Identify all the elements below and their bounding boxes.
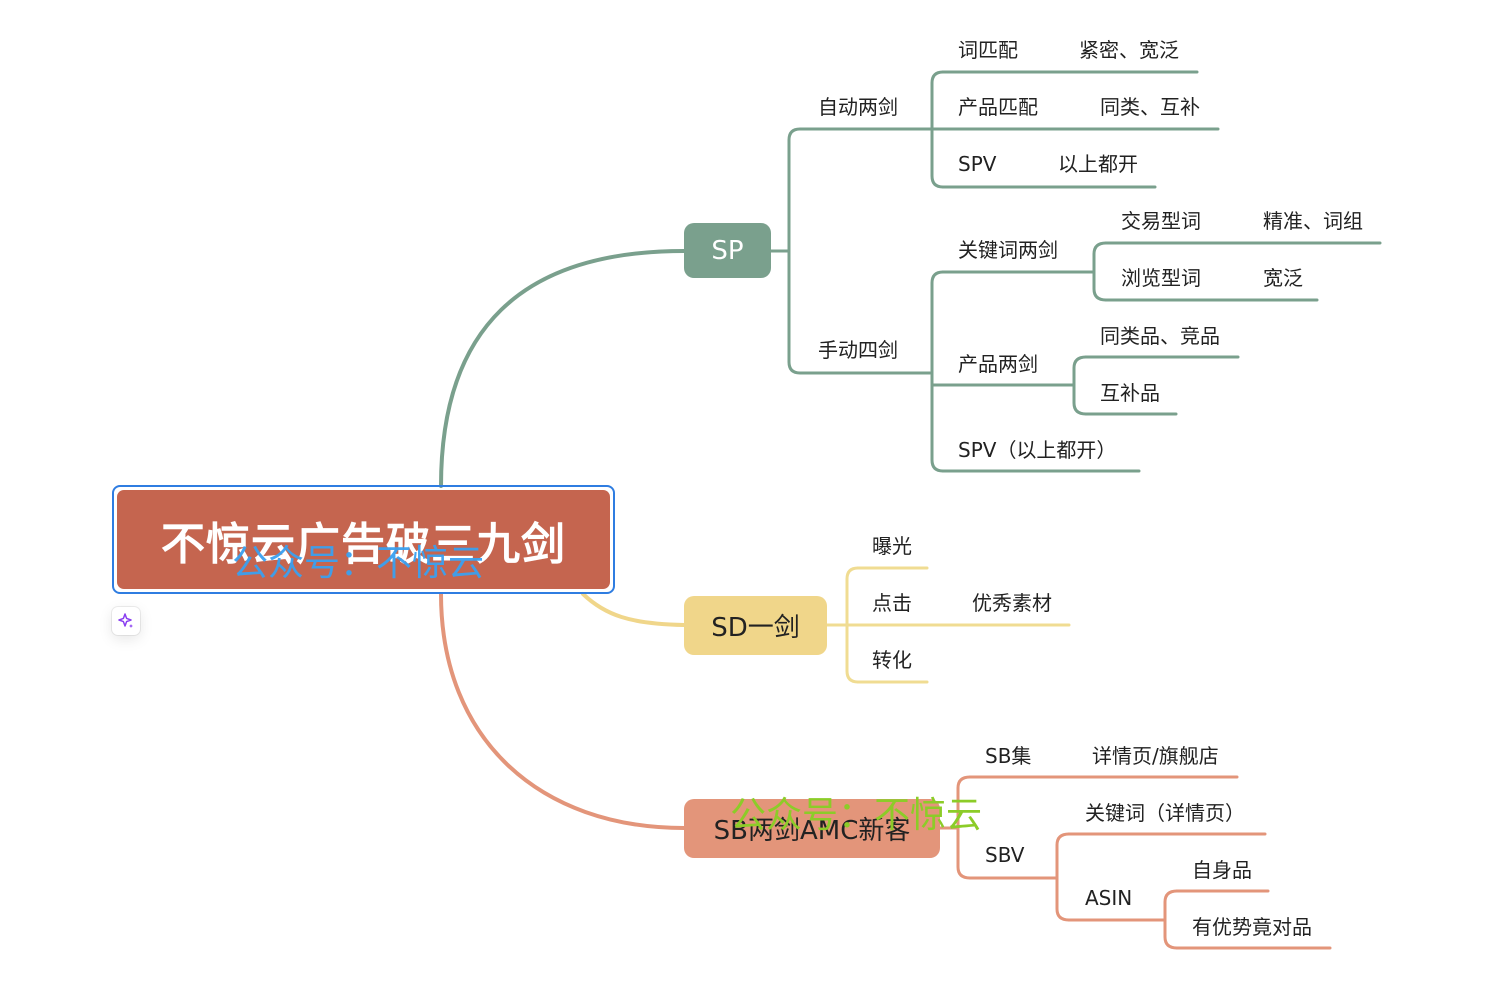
- node-manual[interactable]: 手动四剑: [818, 338, 898, 362]
- node-similar[interactable]: 同类品、竞品: [1100, 324, 1220, 348]
- node-browse[interactable]: 浏览型词: [1121, 266, 1201, 290]
- node-conversion[interactable]: 转化: [872, 648, 912, 672]
- node-sbv-keyword[interactable]: 关键词（详情页）: [1085, 801, 1245, 825]
- node-word-match-value[interactable]: 紧密、宽泛: [1079, 38, 1179, 62]
- node-auto-spv[interactable]: SPV: [958, 152, 997, 176]
- node-asin-competitor[interactable]: 有优势竟对品: [1192, 915, 1312, 939]
- node-word-match[interactable]: 词匹配: [958, 38, 1018, 62]
- node-product-two[interactable]: 产品两剑: [958, 352, 1038, 376]
- node-browse-value[interactable]: 宽泛: [1263, 266, 1303, 290]
- node-transaction-value[interactable]: 精准、词组: [1263, 209, 1363, 233]
- ai-sparkle-button[interactable]: [112, 607, 140, 635]
- node-complement[interactable]: 互补品: [1100, 381, 1160, 405]
- node-asin-own[interactable]: 自身品: [1192, 858, 1252, 882]
- edge-root-sp: [439, 249, 686, 488]
- edge-manual-bracket: [930, 270, 945, 473]
- edge-sbv-bracket: [1055, 832, 1071, 922]
- node-asin[interactable]: ASIN: [1085, 886, 1133, 910]
- edge-product-bracket: [1072, 355, 1088, 416]
- node-sb-set[interactable]: SB集: [985, 744, 1032, 768]
- branch-sp-label: SP: [711, 235, 744, 266]
- branch-sd-label: SD一剑: [711, 613, 800, 643]
- node-sb-set-value[interactable]: 详情页/旗舰店: [1092, 744, 1219, 768]
- edge-sb-bracket: [956, 775, 972, 880]
- edge-asin-bracket: [1163, 889, 1179, 950]
- node-product-match[interactable]: 产品匹配: [958, 95, 1038, 119]
- node-product-match-value[interactable]: 同类、互补: [1100, 95, 1200, 119]
- root-node-selected[interactable]: 不惊云广告破三九剑: [112, 485, 615, 594]
- edge-keyword-bracket: [1092, 241, 1108, 302]
- node-sbv[interactable]: SBV: [985, 843, 1025, 867]
- node-keyword[interactable]: 关键词两剑: [958, 238, 1058, 262]
- edge-root-sd: [581, 592, 686, 627]
- branch-sd[interactable]: SD一剑: [684, 596, 827, 655]
- node-exposure[interactable]: 曝光: [872, 534, 912, 558]
- node-click[interactable]: 点击: [872, 591, 912, 615]
- node-auto[interactable]: 自动两剑: [818, 95, 898, 119]
- root-node[interactable]: 不惊云广告破三九剑: [117, 490, 610, 589]
- node-click-value[interactable]: 优秀素材: [972, 591, 1052, 615]
- branch-sp[interactable]: SP: [684, 223, 771, 278]
- edge-root-sb: [439, 592, 686, 830]
- branch-sb-label: SB两剑AMC新客: [713, 816, 911, 846]
- edge-sp-bracket: [787, 127, 932, 375]
- node-manual-spv[interactable]: SPV（以上都开）: [958, 438, 1117, 462]
- node-transaction[interactable]: 交易型词: [1121, 209, 1201, 233]
- root-title: 不惊云广告破三九剑: [161, 518, 566, 570]
- sparkle-icon: [118, 613, 133, 628]
- branch-sb[interactable]: SB两剑AMC新客: [684, 799, 940, 858]
- node-auto-spv-value[interactable]: 以上都开: [1058, 152, 1138, 176]
